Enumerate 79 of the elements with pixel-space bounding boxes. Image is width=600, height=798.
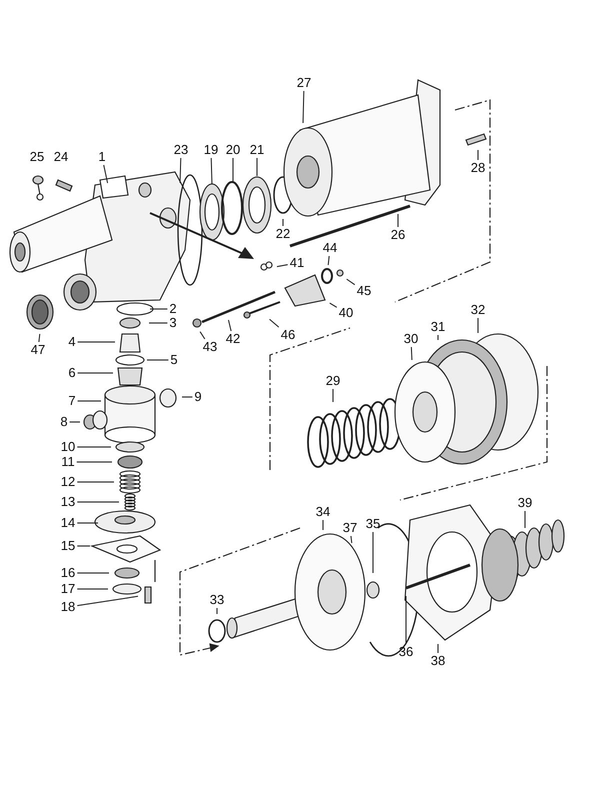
leader-line: [282, 218, 284, 226]
callout-number: 20: [224, 143, 242, 157]
leader-line: [77, 372, 114, 374]
leader-line: [182, 396, 193, 398]
callout-number: 6: [67, 366, 77, 380]
leader-line: [38, 334, 40, 342]
callout-number: 5: [169, 353, 179, 367]
leader-line: [269, 318, 280, 328]
leader-line: [216, 608, 218, 614]
leader-line: [76, 596, 139, 606]
callout-number: 18: [60, 600, 76, 614]
leader-line: [228, 319, 232, 332]
callout-number: 41: [288, 256, 306, 270]
callout-number: 14: [60, 516, 76, 530]
callout-number: 17: [60, 582, 76, 596]
callout-number: 47: [30, 343, 46, 357]
leader-line: [210, 158, 212, 184]
callout-number: 3: [168, 316, 178, 330]
callout-number: 7: [67, 394, 77, 408]
callout-number: 27: [296, 76, 312, 90]
leader-line: [329, 302, 338, 308]
callout-number: 44: [322, 241, 338, 255]
callout-number: 19: [202, 143, 220, 157]
callout-number: 40: [338, 306, 354, 320]
leader-line: [150, 308, 168, 310]
callout-number: 33: [208, 593, 226, 607]
callout-number: 1: [97, 150, 107, 164]
callout-number: 37: [342, 521, 358, 535]
callout-number: 31: [430, 320, 446, 334]
callout-number: 11: [60, 455, 76, 469]
callout-number: 24: [52, 150, 70, 164]
callout-number: 45: [356, 284, 372, 298]
leader-line: [148, 322, 168, 324]
callout-number: 2: [168, 302, 178, 316]
leader-line: [256, 158, 258, 176]
callout-number: 22: [274, 227, 292, 241]
leader-line: [180, 158, 182, 184]
leader-line: [76, 588, 108, 590]
callout-number: 8: [59, 415, 69, 429]
callout-number: 29: [324, 374, 342, 388]
leader-line: [103, 164, 108, 184]
callout-number: 16: [60, 566, 76, 580]
callout-number: 42: [224, 332, 242, 346]
leader-line: [410, 346, 412, 360]
callout-number: 43: [202, 340, 218, 354]
callout-number: 34: [314, 505, 332, 519]
leader-line: [200, 331, 206, 340]
callout-number: 25: [28, 150, 46, 164]
callout-number: 26: [390, 228, 406, 242]
callout-number: 38: [430, 654, 446, 668]
callout-number: 4: [67, 335, 77, 349]
callout-number: 35: [364, 517, 382, 531]
leader-line: [76, 572, 110, 574]
callout-number: 23: [172, 143, 190, 157]
leader-line: [328, 256, 330, 266]
leader-line: [276, 264, 288, 268]
callout-number: 32: [470, 303, 486, 317]
callout-number: 36: [398, 645, 414, 659]
leader-line: [302, 90, 304, 124]
callout-number: 46: [280, 328, 296, 342]
leader-line: [524, 510, 526, 528]
callout-number: 10: [60, 440, 76, 454]
leader-line: [76, 446, 112, 448]
leader-line: [322, 520, 324, 530]
leader-line: [346, 278, 356, 286]
leader-line: [77, 400, 102, 402]
callout-number: 28: [470, 161, 486, 175]
callout-number: 12: [60, 475, 76, 489]
leader-line: [372, 532, 374, 574]
leader-line: [76, 522, 98, 524]
callout-number: 39: [516, 496, 534, 510]
callout-number: 21: [248, 143, 266, 157]
callout-number: 13: [60, 495, 76, 509]
leader-line: [232, 158, 234, 182]
leader-line: [332, 388, 334, 402]
callout-number: 15: [60, 539, 76, 553]
callout-number: 30: [402, 332, 420, 346]
callout-number: 9: [193, 390, 203, 404]
leader-line: [350, 536, 352, 544]
